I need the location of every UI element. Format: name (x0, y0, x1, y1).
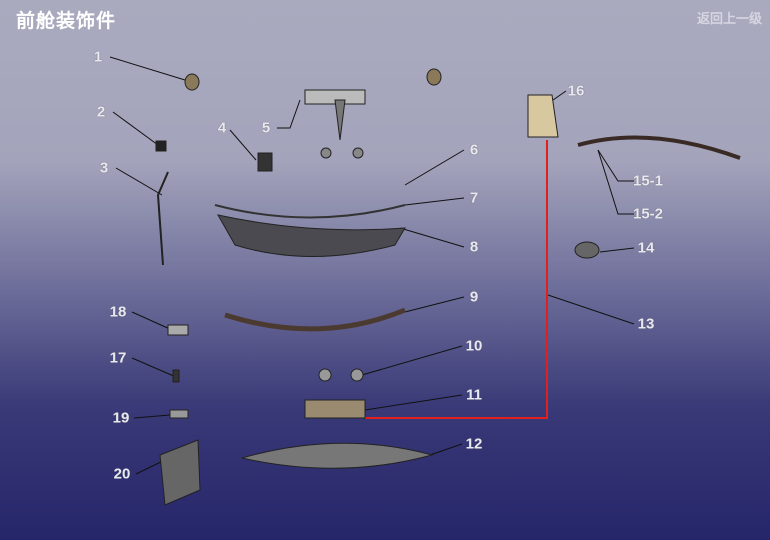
back-link[interactable]: 返回上一级 (696, 12, 762, 27)
page-title: 前舱装饰件 (16, 10, 117, 32)
callout-8[interactable]: 8 (469, 238, 479, 256)
callout-12[interactable]: 12 (465, 435, 483, 453)
callout-9[interactable]: 9 (469, 288, 479, 306)
callout-17[interactable]: 17 (109, 349, 127, 367)
callout-11[interactable]: 11 (466, 386, 482, 404)
callout-4[interactable]: 4 (217, 119, 227, 137)
parts (155, 68, 741, 506)
callout-10[interactable]: 10 (465, 337, 483, 355)
callout-13[interactable]: 13 (637, 315, 655, 333)
callout-19[interactable]: 19 (112, 409, 130, 427)
callout-6[interactable]: 6 (469, 141, 479, 159)
callout-1[interactable]: 1 (93, 48, 103, 66)
callout-5[interactable]: 5 (261, 119, 271, 137)
callout-14[interactable]: 14 (637, 239, 655, 257)
callout-18[interactable]: 18 (109, 303, 127, 321)
callout-16[interactable]: 16 (567, 82, 585, 100)
highlight-line (365, 140, 548, 419)
callout-15-1[interactable]: 15-1 (632, 172, 664, 190)
callout-2[interactable]: 2 (96, 103, 106, 121)
callout-3[interactable]: 3 (99, 159, 109, 177)
callout-20[interactable]: 20 (113, 465, 131, 483)
callout-15-2[interactable]: 15-2 (632, 205, 664, 223)
callout-7[interactable]: 7 (469, 189, 479, 207)
